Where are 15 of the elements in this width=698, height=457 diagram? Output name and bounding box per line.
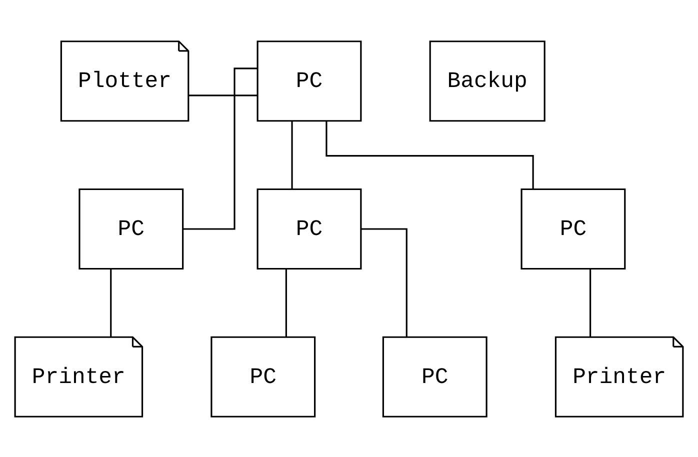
- node-box: PC: [256, 188, 362, 270]
- connector: [110, 268, 112, 337]
- connector: [361, 228, 408, 336]
- connector: [285, 268, 287, 337]
- node-box: PC: [256, 40, 362, 122]
- node-box: PC: [382, 336, 488, 417]
- connector: [291, 121, 293, 189]
- node-box: PC: [210, 336, 316, 417]
- connector: [326, 120, 534, 188]
- node-box: PC: [520, 188, 626, 270]
- connector: [183, 67, 258, 230]
- node-box: PC: [78, 188, 184, 270]
- connector: [590, 268, 592, 337]
- node-box: Backup: [429, 40, 546, 122]
- connector: [188, 94, 258, 96]
